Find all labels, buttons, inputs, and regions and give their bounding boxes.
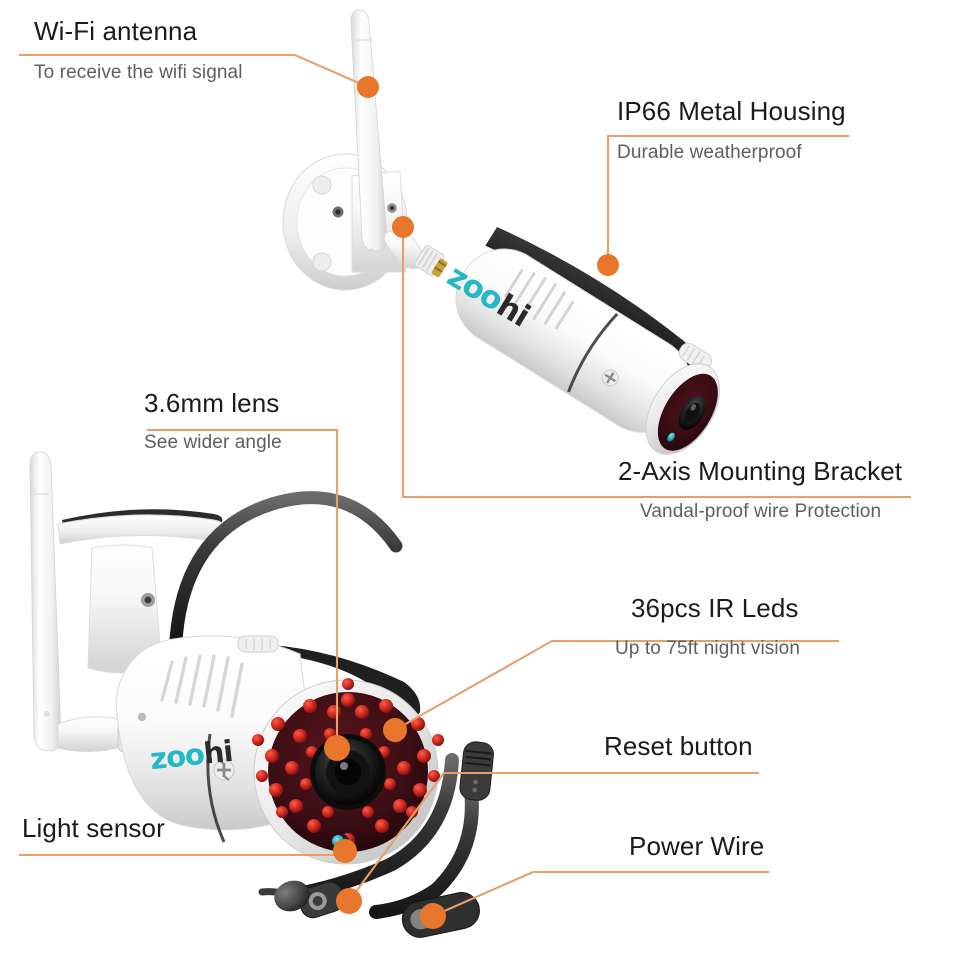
- callout-title-lens: 3.6mm lens: [144, 388, 280, 418]
- callout-label-power-wire: Power Wire: [629, 831, 764, 861]
- callout-label-wifi-antenna: Wi-Fi antenna To receive the wifi signal: [34, 16, 243, 85]
- callout-label-lens: 3.6mm lens See wider angle: [144, 388, 282, 455]
- dot-light-sensor[interactable]: [333, 839, 357, 863]
- bottom-camera: [29, 451, 444, 865]
- leader-line-reset: [347, 771, 760, 903]
- top-camera: [282, 9, 720, 455]
- leader-line-ir: [393, 639, 840, 732]
- callout-title-wifi-antenna: Wi-Fi antenna: [34, 16, 198, 46]
- bottom-antenna: [29, 451, 62, 752]
- callout-subtitle-mounting-bracket: Vandal-proof wire Protection: [640, 501, 882, 522]
- callout-title-reset-button: Reset button: [604, 731, 753, 761]
- callout-label-light-sensor: Light sensor: [22, 813, 165, 843]
- dot-ip66-housing[interactable]: [597, 254, 619, 276]
- dot-power-wire[interactable]: [420, 903, 446, 929]
- callout-dots: [324, 76, 619, 929]
- top-antenna: [350, 9, 388, 252]
- leader-line-power: [431, 870, 770, 918]
- callout-subtitle-wifi-antenna: To receive the wifi signal: [34, 62, 243, 83]
- callout-label-ir-leds: 36pcs IR Leds Up to 75ft night vision: [615, 593, 800, 661]
- ir-led-array: [252, 678, 444, 862]
- callout-label-mounting-bracket: 2-Axis Mounting Bracket Vandal-proof wir…: [618, 456, 902, 524]
- callout-title-light-sensor: Light sensor: [22, 813, 165, 843]
- leader-line-bracket: [401, 225, 912, 499]
- leader-line-wifi: [18, 53, 370, 89]
- callout-subtitle-ip66-housing: Durable weatherproof: [617, 142, 802, 163]
- callout-label-ip66-housing: IP66 Metal Housing Durable weatherproof: [617, 96, 846, 165]
- leader-line-lens: [146, 428, 339, 750]
- callout-title-power-wire: Power Wire: [629, 831, 765, 861]
- dot-ir-leds[interactable]: [383, 718, 407, 742]
- dot-mounting-bracket[interactable]: [392, 216, 414, 238]
- dot-reset-button[interactable]: [336, 888, 362, 914]
- dot-lens[interactable]: [324, 735, 350, 761]
- callout-label-reset-button: Reset button: [604, 731, 753, 761]
- callout-title-ir-leds: 36pcs IR Leds: [631, 593, 799, 623]
- callout-title-mounting-bracket: 2-Axis Mounting Bracket: [618, 456, 903, 486]
- callout-subtitle-lens: See wider angle: [144, 432, 282, 453]
- callout-title-ip66-housing: IP66 Metal Housing: [617, 96, 846, 126]
- dot-wifi-antenna[interactable]: [357, 76, 379, 98]
- callout-subtitle-ir-leds: Up to 75ft night vision: [615, 638, 801, 659]
- leader-line-ip66: [606, 134, 850, 267]
